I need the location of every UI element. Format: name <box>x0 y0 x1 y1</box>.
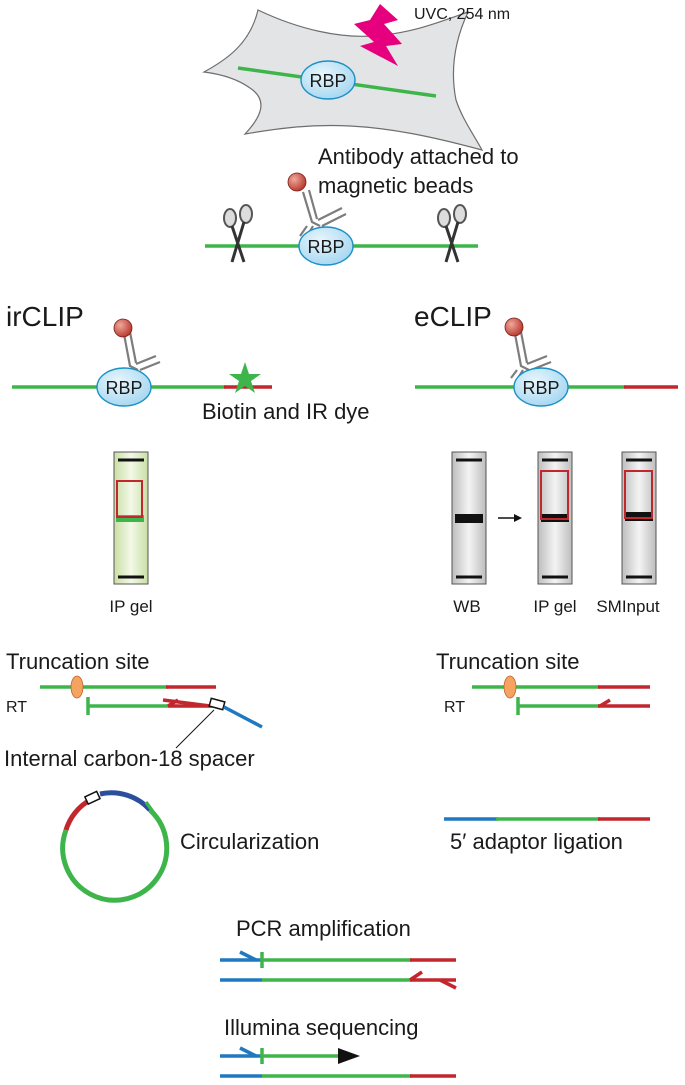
biotin-ir-label: Biotin and IR dye <box>202 399 370 424</box>
sequencing-panel: Illumina sequencing <box>220 1015 456 1078</box>
magnetic-bead-icon <box>287 172 307 192</box>
antibody-label-line2: magnetic beads <box>318 173 473 198</box>
antibody-label-line1: Antibody attached to <box>318 144 519 169</box>
rbp-label: RBP <box>522 378 559 398</box>
rt-label: RT <box>6 699 27 716</box>
magnetic-bead-icon <box>504 317 524 337</box>
eclip-title: eCLIP <box>414 301 492 332</box>
truncation-site-marker <box>503 675 517 699</box>
sminput-label: SMInput <box>596 597 660 616</box>
ip-gel-label: IP gel <box>109 597 152 616</box>
excision-box <box>116 480 143 518</box>
excision-box <box>624 470 653 519</box>
rbp-label: RBP <box>309 71 346 91</box>
circularization-label: Circularization <box>180 829 319 854</box>
rbp-protein <box>513 367 569 407</box>
pcr-panel: PCR amplification <box>220 916 457 990</box>
adaptor-strand <box>223 705 263 729</box>
gel-band <box>116 515 144 522</box>
wb-label: WB <box>453 597 480 616</box>
scissors-icon <box>437 204 467 263</box>
scissors-icon <box>223 204 253 263</box>
rbp-protein <box>96 367 152 407</box>
immunoprecipitation-panel: Antibody attached to magnetic beads RBP <box>205 144 519 266</box>
ir-dye-star-icon <box>229 362 261 393</box>
irclip-binding-panel: irCLIP RBP Biotin and IR dye <box>6 301 370 424</box>
ip-gel-label: IP gel <box>533 597 576 616</box>
truncation-site-label: Truncation site <box>436 649 579 674</box>
illumina-label: Illumina sequencing <box>224 1015 418 1040</box>
rbp-protein <box>298 226 354 266</box>
rbp-label: RBP <box>105 378 142 398</box>
carbon-spacer <box>83 790 102 806</box>
uvc-label: UVC, 254 nm <box>414 6 510 23</box>
adaptor-ligation-panel: 5′ adaptor ligation <box>444 817 650 854</box>
adaptor-ligation-label: 5′ adaptor ligation <box>450 829 623 854</box>
adaptor-strand <box>99 790 152 812</box>
magnetic-bead-icon <box>113 318 133 338</box>
truncation-site-label: Truncation site <box>6 649 149 674</box>
rt-label: RT <box>444 699 465 716</box>
irclip-rt-panel: Truncation site RT Internal carbon-18 sp… <box>4 649 263 771</box>
excision-box <box>540 470 569 520</box>
uv-bolt-icon <box>354 4 402 66</box>
gel-band <box>455 514 483 523</box>
circularization-panel: Circularization <box>60 790 319 903</box>
irclip-title: irCLIP <box>6 301 84 332</box>
adaptor-strand <box>63 797 92 831</box>
adaptor-strand <box>162 698 211 708</box>
truncation-site-marker <box>70 675 84 699</box>
spacer-label: Internal carbon-18 spacer <box>4 746 255 771</box>
sequencing-arrow-icon <box>338 1048 360 1064</box>
eclip-rt-panel: Truncation site RT <box>436 649 650 716</box>
circular-cdna <box>60 808 170 903</box>
rbp-protein <box>300 60 356 100</box>
arrow-right-icon <box>498 514 522 522</box>
irclip-gel: IP gel <box>109 451 153 616</box>
rbp-label: RBP <box>307 237 344 257</box>
gel-band <box>625 512 653 521</box>
eclip-gels: WB IP gel SMInput <box>451 451 660 616</box>
spacer-pointer <box>175 709 215 749</box>
pcr-label: PCR amplification <box>236 916 411 941</box>
cell-crosslink-panel: RBP UVC, 254 nm <box>202 4 510 151</box>
eclip-binding-panel: eCLIP RBP <box>414 301 678 407</box>
carbon-spacer <box>208 697 226 711</box>
